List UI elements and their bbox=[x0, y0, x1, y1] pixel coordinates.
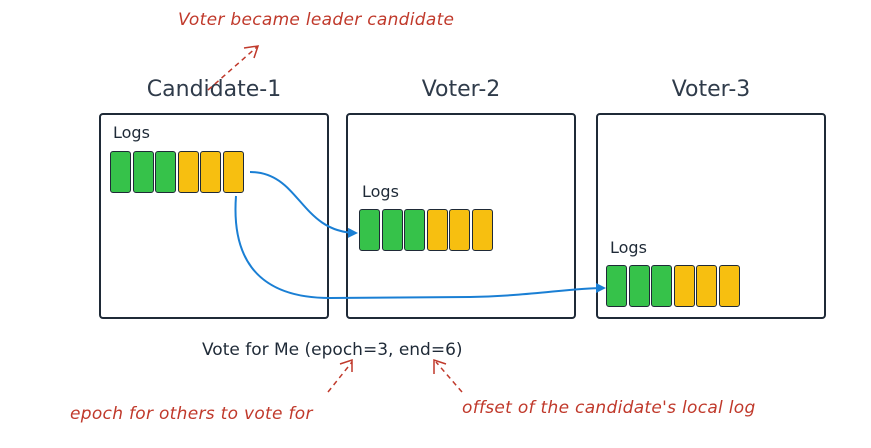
log-strip-voter-2 bbox=[359, 209, 494, 253]
arrow-to-voter-3 bbox=[234, 195, 606, 300]
node-title-voter-3: Voter-3 bbox=[671, 77, 751, 102]
annotation-pointer-top-head bbox=[243, 45, 260, 59]
log-entry-green bbox=[155, 151, 176, 193]
log-entry-green bbox=[110, 151, 131, 193]
log-entry-yellow bbox=[696, 265, 717, 307]
log-entry-green bbox=[132, 151, 154, 193]
logs-label-voter-3: Logs bbox=[610, 238, 647, 257]
log-entry-yellow bbox=[449, 209, 470, 251]
arrow-to-voter-2 bbox=[249, 171, 358, 238]
logs-label-voter-2: Logs bbox=[362, 182, 399, 201]
log-entry-yellow bbox=[718, 265, 740, 307]
log-entry-green bbox=[359, 209, 380, 251]
annotation-pointer-epoch bbox=[327, 361, 353, 393]
log-entry-yellow bbox=[222, 151, 244, 193]
annotation-pointer-offset-head bbox=[433, 358, 447, 374]
annotation-offset: offset of the candidate's local log bbox=[462, 398, 756, 418]
log-strip-voter-3 bbox=[606, 265, 741, 309]
annotation-pointer-epoch-head bbox=[339, 358, 353, 372]
log-entry-yellow bbox=[200, 151, 221, 193]
node-title-voter-2: Voter-2 bbox=[421, 77, 501, 102]
annotation-pointer-top bbox=[207, 45, 259, 91]
log-entry-green bbox=[404, 209, 425, 251]
vote-request-label: Vote for Me (epoch=3, end=6) bbox=[202, 340, 463, 360]
log-entry-green bbox=[628, 265, 650, 307]
log-strip-candidate-1 bbox=[110, 151, 245, 195]
annotation-epoch: epoch for others to vote for bbox=[70, 404, 313, 424]
log-entry-yellow bbox=[426, 209, 448, 251]
log-entry-green bbox=[651, 265, 672, 307]
log-entry-yellow bbox=[177, 151, 199, 193]
log-entry-green bbox=[606, 265, 627, 307]
node-title-candidate-1: Candidate-1 bbox=[146, 77, 282, 102]
log-entry-yellow bbox=[673, 265, 695, 307]
log-entry-yellow bbox=[471, 209, 493, 251]
annotation-leader-candidate: Voter became leader candidate bbox=[178, 10, 455, 30]
annotation-pointer-offset bbox=[435, 361, 463, 393]
log-entry-green bbox=[381, 209, 403, 251]
logs-label-candidate-1: Logs bbox=[113, 123, 150, 142]
node-box-candidate-1 bbox=[99, 113, 329, 319]
